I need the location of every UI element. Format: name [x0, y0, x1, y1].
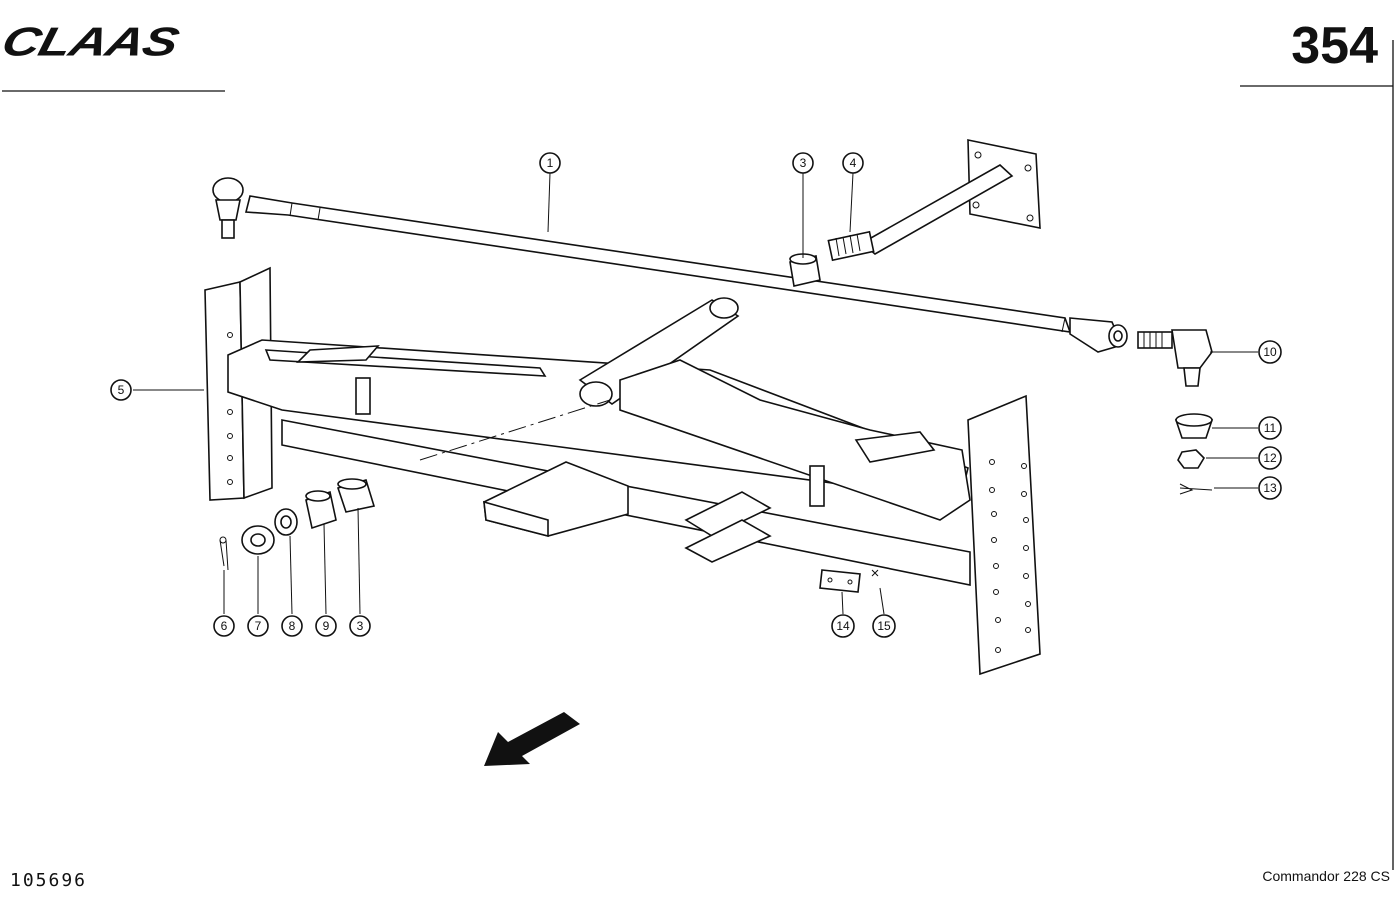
svg-text:11: 11 — [1264, 421, 1277, 435]
svg-text:7: 7 — [255, 619, 262, 633]
small-parts-right-drawing — [1174, 413, 1214, 495]
small-parts-left-drawing — [219, 478, 376, 571]
callout-3-bottom: 3 — [349, 615, 371, 637]
bushing-top-drawing — [789, 253, 821, 287]
svg-text:10: 10 — [1263, 345, 1277, 359]
svg-text:15: 15 — [877, 619, 891, 633]
svg-text:1: 1 — [547, 156, 554, 170]
plate-and-screw-drawing — [819, 569, 879, 593]
svg-text:8: 8 — [289, 619, 296, 633]
svg-text:13: 13 — [1263, 481, 1277, 495]
model-name: Commandor 228 CS — [1262, 868, 1390, 884]
ball-joint-right-drawing — [1137, 329, 1213, 387]
callout-10: 10 — [1258, 340, 1282, 364]
svg-text:5: 5 — [118, 383, 125, 397]
page-number: 354 — [1291, 17, 1378, 75]
callout-13: 13 — [1258, 476, 1282, 500]
travel-direction-arrow — [484, 712, 580, 766]
callout-15: 15 — [872, 614, 896, 638]
callout-3-top: 3 — [792, 152, 814, 174]
svg-text:12: 12 — [1263, 451, 1277, 465]
callout-11: 11 — [1258, 416, 1282, 440]
callout-4: 4 — [842, 152, 864, 174]
callout-6: 6 — [213, 615, 235, 637]
tie-rod-drawing — [212, 177, 1128, 353]
svg-text:3: 3 — [800, 156, 807, 170]
document-number: 105696 — [10, 870, 88, 891]
svg-text:4: 4 — [850, 156, 857, 170]
callout-8: 8 — [281, 615, 303, 637]
leader-lines — [133, 172, 1258, 615]
callouts: 1 3 4 5 10 11 12 13 6 7 8 9 3 14 15 — [110, 152, 1282, 638]
callout-1: 1 — [539, 152, 561, 174]
callout-14: 14 — [831, 614, 855, 638]
svg-text:14: 14 — [836, 619, 850, 633]
callout-9: 9 — [315, 615, 337, 637]
svg-text:9: 9 — [323, 619, 330, 633]
callout-5: 5 — [110, 379, 132, 401]
bracket-drawing — [827, 139, 1041, 262]
svg-text:6: 6 — [221, 619, 228, 633]
callout-7: 7 — [247, 615, 269, 637]
svg-text:3: 3 — [357, 619, 364, 633]
callout-12: 12 — [1258, 446, 1282, 470]
main-frame-drawing — [204, 266, 1041, 676]
